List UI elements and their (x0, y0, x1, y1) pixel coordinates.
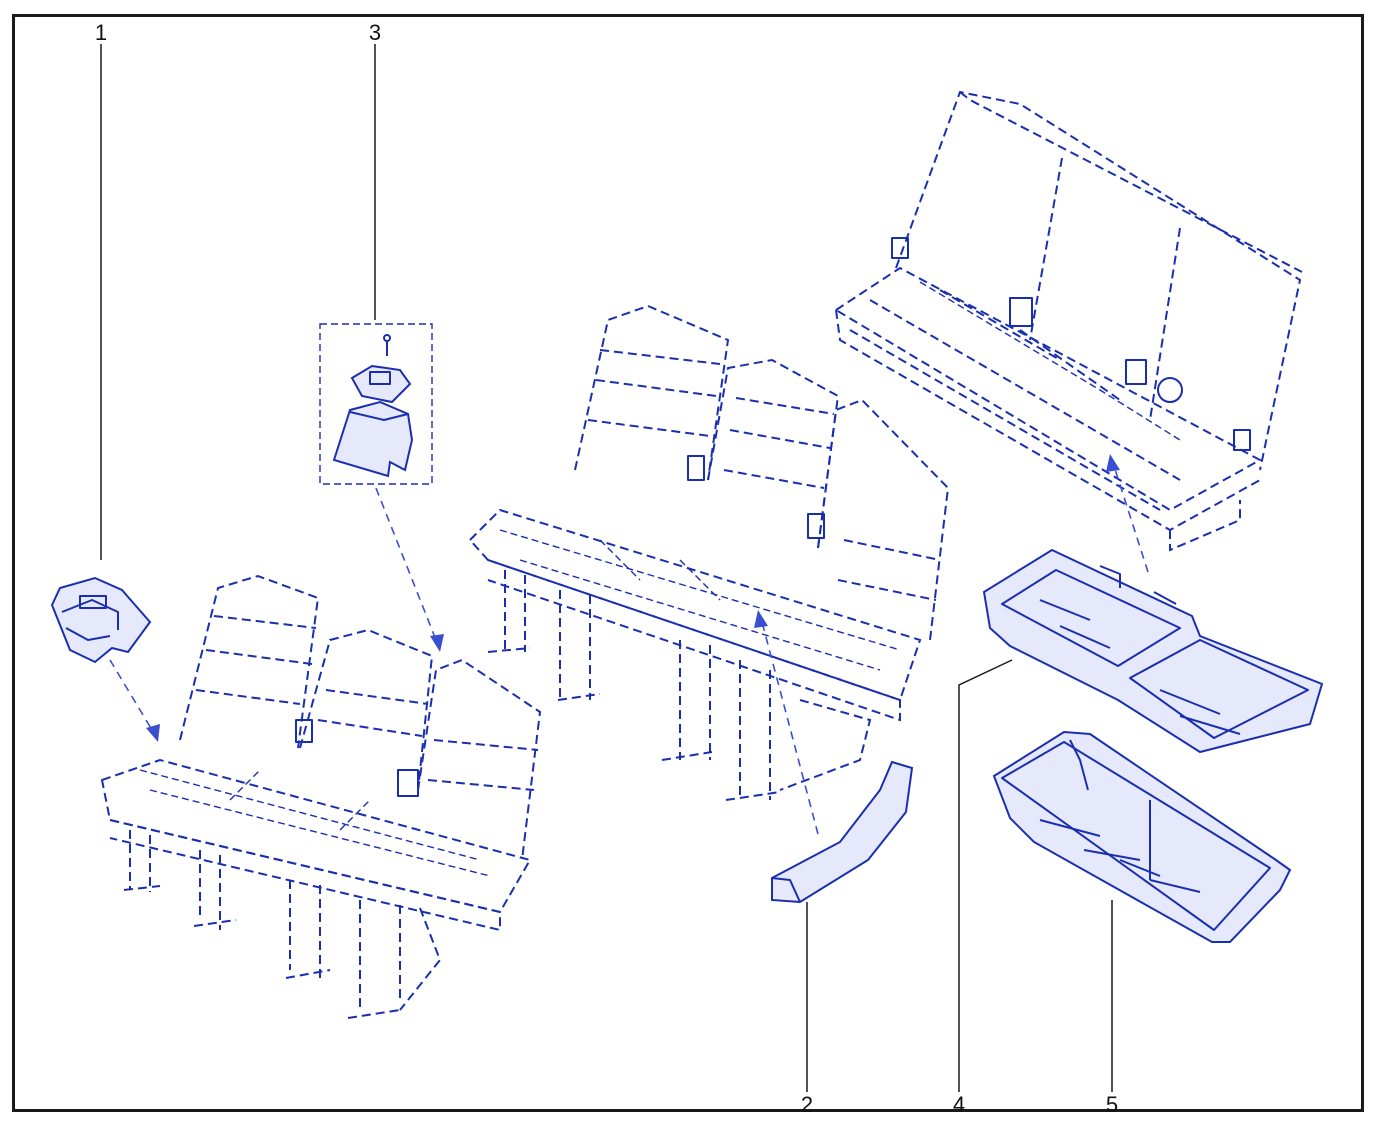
callout-2: 2 (800, 1092, 814, 1117)
callout-1: 1 (94, 20, 108, 45)
callout-3: 3 (368, 20, 382, 45)
part-3-bracket-assembly (319, 323, 433, 485)
part-1-trim-cover (50, 576, 152, 664)
arrow-part-1 (109, 659, 153, 731)
part-2-trim-strip (771, 760, 914, 904)
leader-line-4 (958, 659, 1013, 1092)
part-4-storage-tray (982, 548, 1324, 754)
arrow-part-4 (1113, 465, 1149, 573)
callout-5: 5 (1105, 1092, 1119, 1117)
callout-4: 4 (952, 1092, 966, 1117)
middle-bench-frame (468, 304, 950, 801)
part-5-storage-bin (992, 730, 1292, 943)
left-bench-frame (100, 574, 542, 1019)
arrow-part-2 (761, 621, 819, 835)
arrow-part-3 (375, 487, 437, 641)
diagram-frame (12, 14, 1364, 1112)
rear-bench-frame (834, 90, 1303, 552)
